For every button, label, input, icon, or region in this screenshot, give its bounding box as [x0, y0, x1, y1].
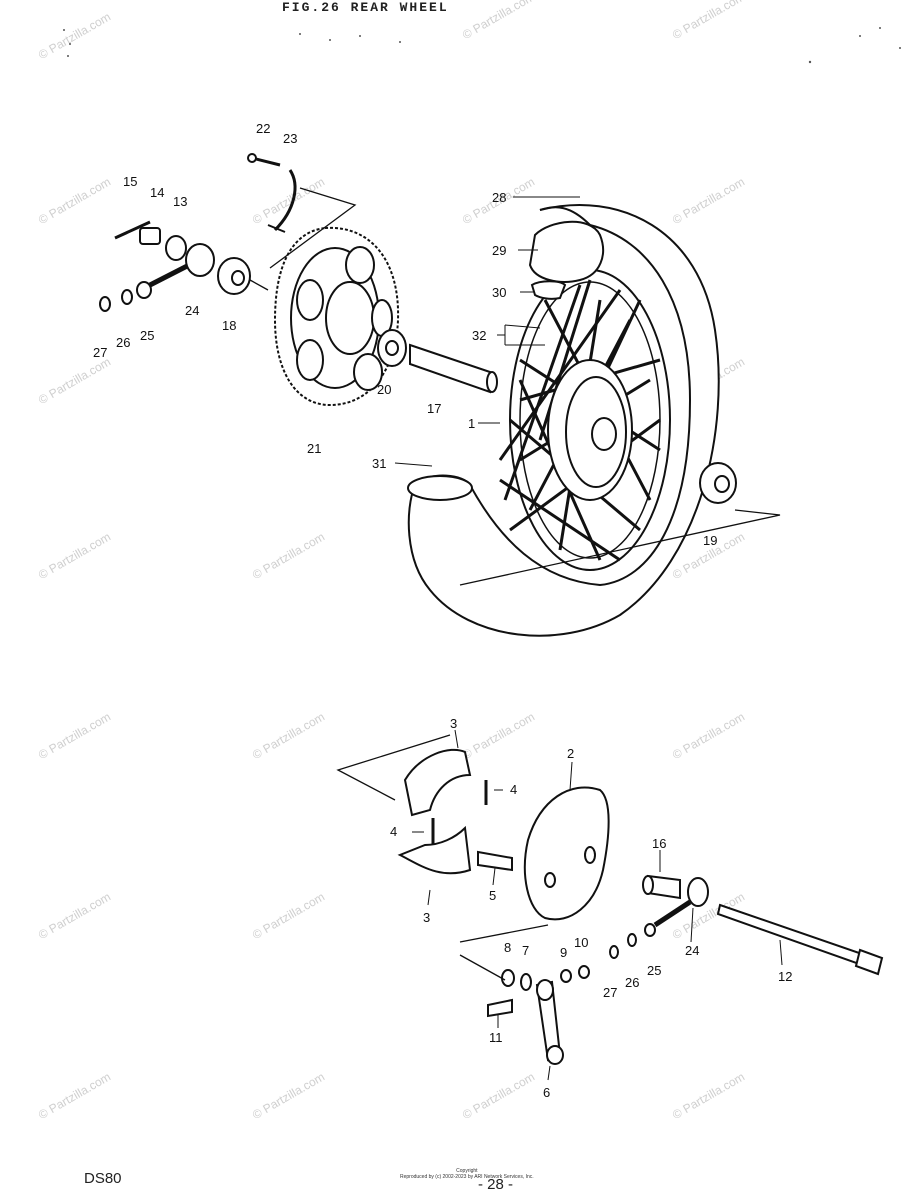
callout-24a: 24	[185, 303, 199, 318]
callout-16: 16	[652, 836, 666, 851]
small-parts-left	[99, 153, 297, 312]
bracket-line	[459, 509, 781, 586]
copyright-line: Copyright	[456, 1168, 478, 1174]
callout-3b: 3	[423, 910, 430, 925]
callout-19: 19	[703, 533, 717, 548]
callout-2: 2	[567, 746, 574, 761]
copyright-line: Reproduced by (c) 2002-2023 by ARI Netwo…	[400, 1174, 534, 1180]
callout-5: 5	[489, 888, 496, 903]
axle	[716, 903, 884, 976]
scan-noise	[63, 27, 901, 64]
callout-27b: 27	[603, 985, 617, 1000]
callout-6: 6	[543, 1085, 550, 1100]
callout-31: 31	[372, 456, 386, 471]
callout-30: 30	[492, 285, 506, 300]
callout-32: 32	[472, 328, 486, 343]
springs	[431, 780, 488, 845]
bracket-line	[336, 734, 451, 801]
callout-20: 20	[377, 382, 391, 397]
callout-15: 15	[123, 174, 137, 189]
callout-4a: 4	[510, 782, 517, 797]
cam	[477, 850, 513, 872]
chain-adjuster	[609, 877, 709, 959]
sprocket	[273, 226, 400, 407]
callout-18: 18	[222, 318, 236, 333]
spacer-sleeve	[377, 329, 498, 394]
callout-13: 13	[173, 194, 187, 209]
page-number: - 28 -	[478, 1176, 514, 1193]
bracket-line	[249, 279, 269, 291]
callout-22: 22	[256, 121, 270, 136]
callout-27a: 27	[93, 345, 107, 360]
model-code: DS80	[84, 1170, 122, 1187]
callout-26b: 26	[625, 975, 639, 990]
figure-title: FIG.26 REAR WHEEL	[282, 0, 449, 15]
brake-shoes	[397, 748, 472, 875]
callout-28: 28	[492, 190, 506, 205]
brake-panel	[523, 786, 610, 921]
callout-25a: 25	[140, 328, 154, 343]
leader-lines	[394, 196, 580, 467]
callout-21: 21	[307, 441, 321, 456]
callout-1: 1	[468, 416, 475, 431]
callout-12: 12	[778, 969, 792, 984]
bracket-line	[269, 187, 357, 269]
callout-4b: 4	[390, 824, 397, 839]
inner-tube	[528, 220, 605, 300]
callout-8: 8	[504, 940, 511, 955]
callout-3a: 3	[450, 716, 457, 731]
callout-17: 17	[427, 401, 441, 416]
callout-7: 7	[522, 943, 529, 958]
leader-lines	[412, 729, 783, 1081]
hub	[547, 359, 633, 501]
copyright-notice: Copyright Reproduced by (c) 2002-2023 by…	[400, 1168, 534, 1180]
callout-9: 9	[560, 945, 567, 960]
callout-11: 11	[489, 1030, 503, 1045]
callout-14: 14	[150, 185, 164, 200]
callout-23: 23	[283, 131, 297, 146]
callout-26a: 26	[116, 335, 130, 350]
bearing-19	[699, 462, 737, 504]
bracket-line	[459, 924, 549, 943]
spacer-16	[642, 874, 681, 900]
callout-labels: 1 2 3 3 4 4 5 6 7 8 9 10 11 12 13 14 15 …	[93, 121, 792, 1100]
callout-10: 10	[574, 935, 588, 950]
callout-29: 29	[492, 243, 506, 258]
callout-25b: 25	[647, 963, 661, 978]
tire-section	[407, 475, 473, 501]
brake-lever	[487, 965, 590, 1065]
callout-24b: 24	[685, 943, 699, 958]
bracket-line	[459, 954, 506, 981]
